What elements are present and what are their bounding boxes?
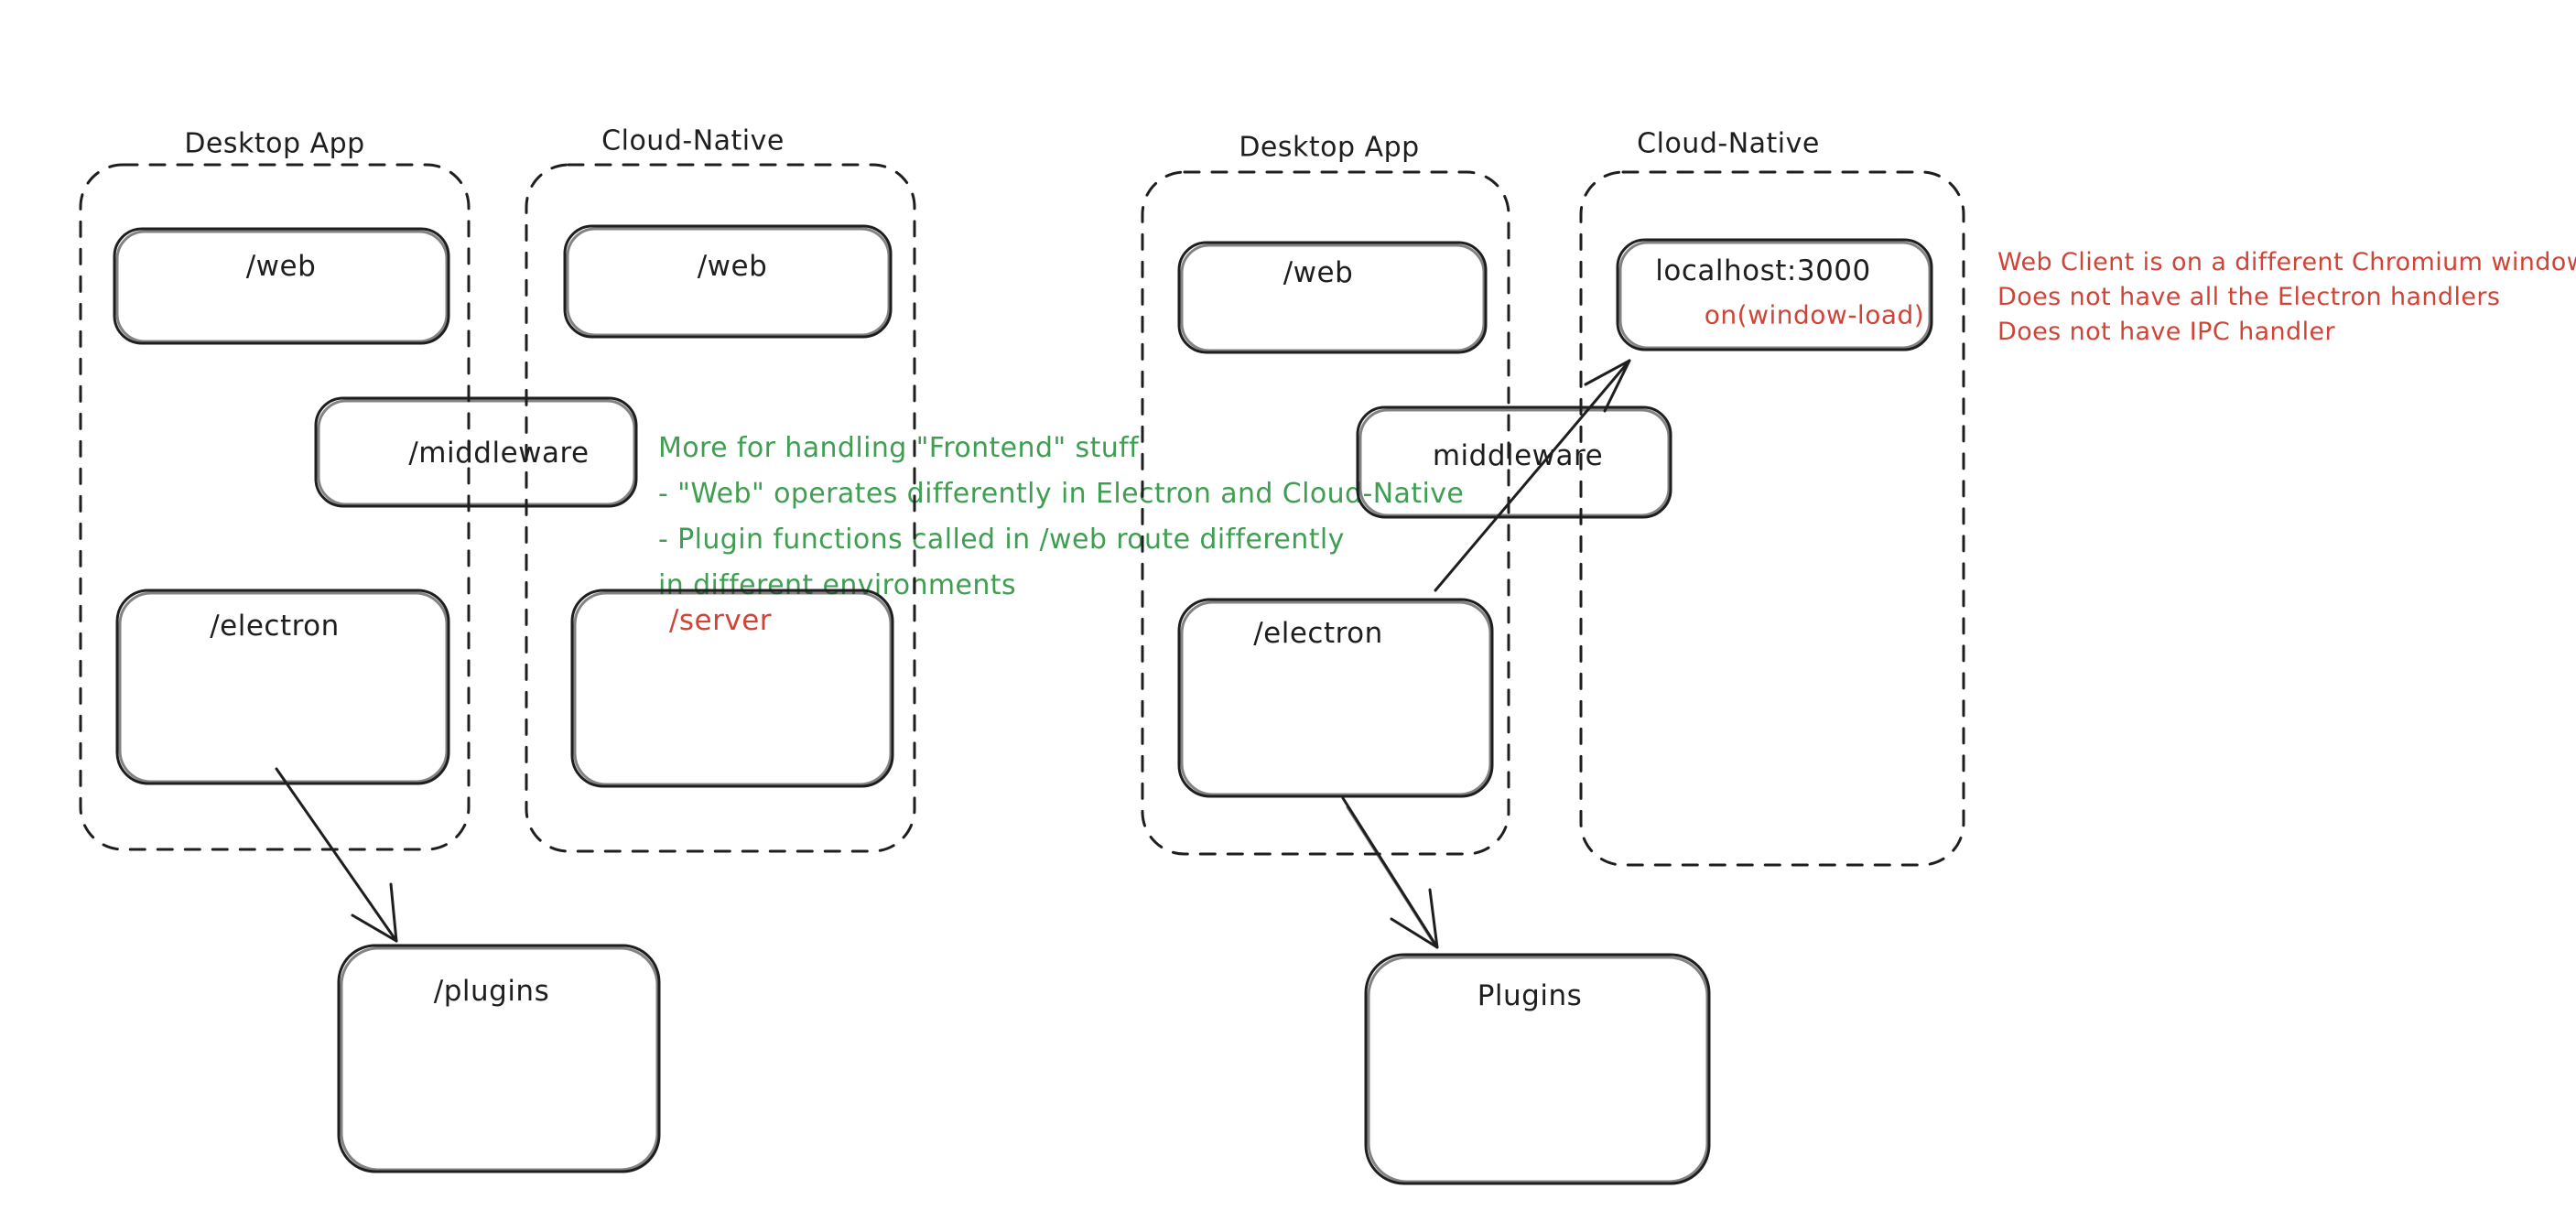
left-web-cloud-label: /web [697, 250, 768, 283]
left-electron-to-plugins-arrow [275, 767, 398, 943]
red-annotation-line: Web Client is on a different Chromium wi… [1997, 248, 2576, 276]
left-middleware-label: /middleware [408, 437, 590, 470]
right-localhost-label: localhost:3000 [1655, 254, 1871, 287]
right-web-label: /web [1283, 256, 1354, 289]
red-annotation-line: Does not have IPC handler [1997, 318, 2336, 346]
right-desktop-group-title: Desktop App [1239, 131, 1420, 164]
right-cloud-group-title: Cloud-Native [1637, 127, 1820, 160]
green-annotation-line: More for handling "Frontend" stuff [658, 432, 1140, 464]
left-plugins-label: /plugins [433, 975, 550, 1008]
left-cloud-group-title: Cloud-Native [601, 124, 785, 157]
left-electron-label: /electron [210, 610, 340, 643]
left-green-annotation: More for handling "Frontend" stuff - "We… [658, 426, 1464, 609]
green-annotation-line: - Plugin functions called in /web route … [658, 524, 1345, 556]
right-middleware-label: middleware [1432, 439, 1604, 472]
left-web-desktop-box-sketch [115, 230, 449, 343]
right-red-annotation: Web Client is on a different Chromium wi… [1997, 245, 2576, 350]
left-desktop-group-title: Desktop App [184, 127, 365, 160]
left-web-desktop-box [113, 227, 450, 345]
left-server-label: /server [668, 604, 773, 637]
right-plugins-label: Plugins [1477, 979, 1583, 1012]
left-web-desktop-label: /web [245, 250, 317, 283]
right-electron-to-localhost-arrow [1434, 359, 1631, 592]
right-electron-label: /electron [1253, 617, 1383, 650]
right-window-load-label: on(window-load) [1704, 299, 1925, 330]
green-annotation-line: - "Web" operates differently in Electron… [658, 478, 1465, 510]
red-annotation-line: Does not have all the Electron handlers [1997, 283, 2501, 311]
green-annotation-line: in different environments [658, 569, 1016, 601]
right-electron-to-plugins-arrow [1341, 796, 1439, 949]
